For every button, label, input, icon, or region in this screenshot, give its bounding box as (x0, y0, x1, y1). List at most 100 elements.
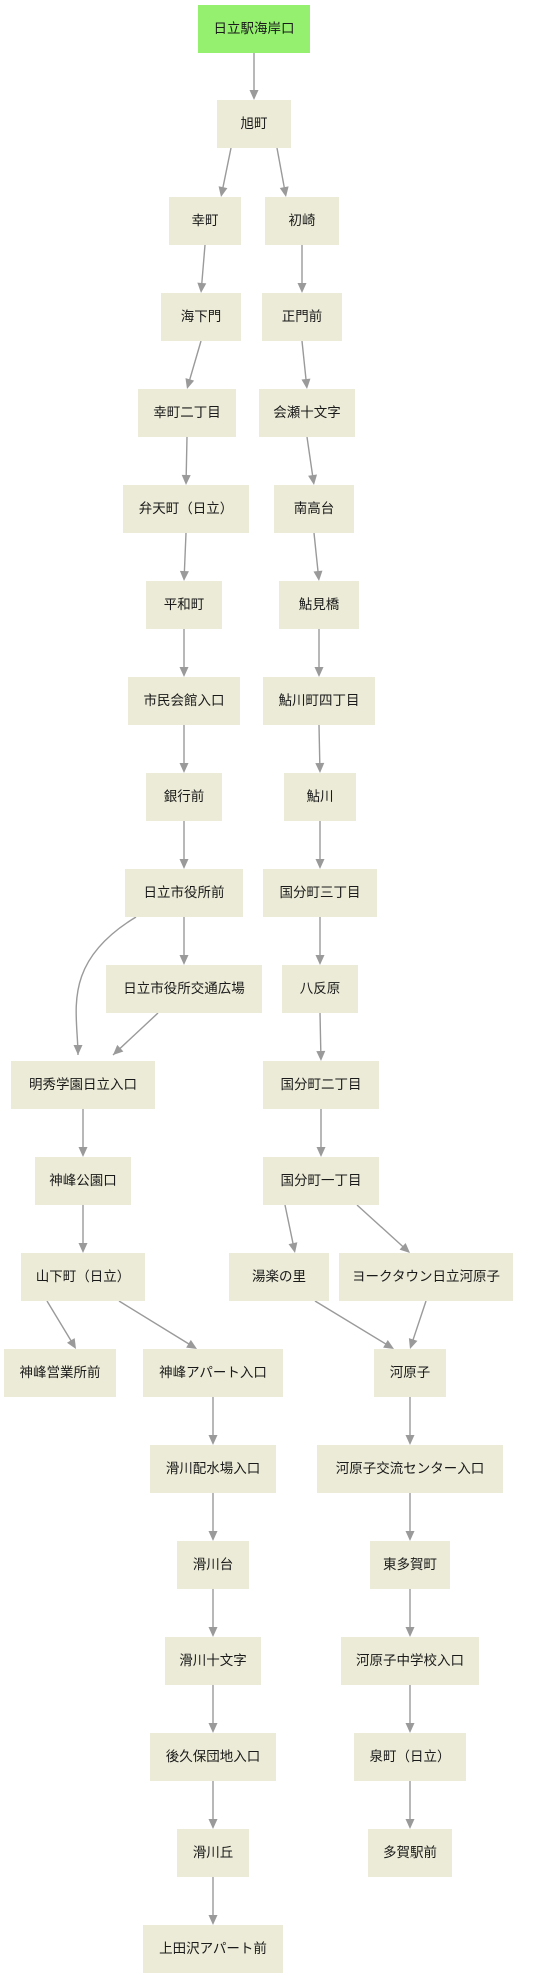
node-box (4, 1349, 116, 1397)
edge-n16-n20 (73, 916, 137, 1056)
arrow-head (315, 762, 325, 773)
node-box (374, 1349, 446, 1397)
node-box (229, 1253, 329, 1301)
edge-line (112, 1012, 159, 1056)
node-box (128, 677, 240, 725)
node-label: 滑川台 (193, 1557, 234, 1573)
node-label: 国分町三丁目 (280, 885, 361, 901)
node-label: 東多賀町 (383, 1556, 437, 1573)
arrow-head (218, 186, 228, 197)
edge-n20-n22 (78, 1109, 88, 1157)
stop-node: 神峰営業所前 (4, 1349, 116, 1397)
arrow-head (408, 1338, 418, 1349)
stop-node: 八反原 (282, 965, 358, 1013)
node-box (161, 293, 241, 341)
node-label: 神峰公園口 (49, 1173, 117, 1189)
node-box (259, 389, 355, 437)
edge-n34-n36 (208, 1685, 218, 1733)
node-box (263, 1157, 379, 1205)
arrow-head (288, 1242, 298, 1253)
node-box (21, 1253, 145, 1301)
node-label: 幸町二丁目 (153, 405, 221, 421)
edge-line (313, 532, 319, 573)
stop-node: 明秀学園日立入口 (11, 1061, 155, 1109)
stop-node: 後久保団地入口 (150, 1733, 276, 1781)
arrow-head (185, 378, 195, 389)
arrow-head (405, 1819, 415, 1829)
node-label: 上田沢アパート前 (159, 1940, 267, 1957)
stop-node: 国分町二丁目 (263, 1061, 379, 1109)
stop-node: 会瀬十文字 (259, 389, 355, 437)
edge-n11-n13 (314, 629, 324, 677)
node-label: 国分町二丁目 (281, 1077, 362, 1093)
node-label: 河原子交流センター入口 (336, 1460, 485, 1477)
node-box (217, 100, 291, 148)
edge-line (201, 244, 206, 285)
edge-n28-n30 (208, 1397, 218, 1445)
node-label: ヨークタウン日立河原子 (352, 1269, 500, 1285)
node-box (368, 1829, 452, 1877)
node-box (284, 773, 356, 821)
stop-node: 河原子中学校入口 (341, 1637, 479, 1685)
edge-line (183, 532, 187, 573)
edge-n14-n16 (179, 821, 189, 869)
edge-line (284, 1204, 294, 1245)
node-label: 湯楽の里 (252, 1268, 306, 1285)
node-label: 日立駅海岸口 (214, 21, 295, 37)
arrow-head (186, 1339, 197, 1349)
stop-node: 国分町三丁目 (263, 869, 377, 917)
node-label: 正門前 (282, 308, 323, 325)
edge-n29-n31 (405, 1397, 415, 1445)
arrow-head (405, 1723, 415, 1733)
node-box (265, 197, 339, 245)
edge-n30-n32 (208, 1493, 218, 1541)
node-box (143, 1925, 283, 1973)
arrow-head (316, 1050, 326, 1061)
node-box (177, 1541, 249, 1589)
edge-n10-n12 (179, 629, 189, 677)
arrow-head (208, 1435, 218, 1445)
edge-n18-n20 (112, 1012, 159, 1056)
node-label: 会瀬十文字 (273, 405, 341, 421)
node-box (263, 869, 377, 917)
arrow-head (78, 1147, 88, 1157)
node-label: 幸町 (192, 213, 219, 229)
node-label: 滑川丘 (193, 1845, 234, 1861)
edge-n0-n1 (249, 53, 259, 100)
node-box (274, 485, 354, 533)
edge-line (188, 340, 202, 381)
arrow-head (208, 1531, 218, 1541)
node-box (339, 1253, 513, 1301)
stop-node: 弁天町（日立） (123, 485, 249, 533)
node-box (354, 1733, 466, 1781)
edge-line (276, 147, 286, 189)
stop-node: 鮎川町四丁目 (263, 677, 375, 725)
arrow-head (208, 1723, 218, 1733)
node-box (282, 965, 358, 1013)
stop-node: 幸町二丁目 (138, 389, 236, 437)
node-label: 多賀駅前 (383, 1844, 437, 1861)
stop-node: 初崎 (265, 197, 339, 245)
node-box (169, 197, 241, 245)
edge-n4-n6 (185, 340, 202, 389)
arrow-head (315, 859, 325, 869)
edge-line (356, 1204, 404, 1248)
arrow-head (316, 1147, 326, 1157)
arrow-head (249, 90, 259, 100)
edge-n6-n8 (181, 436, 191, 485)
node-label: 神峰営業所前 (20, 1364, 101, 1381)
node-box (198, 5, 310, 53)
stop-node: 滑川台 (177, 1541, 249, 1589)
edge-line (75, 916, 137, 1056)
node-box (263, 677, 375, 725)
edge-n31-n33 (405, 1493, 415, 1541)
node-box (177, 1829, 249, 1877)
node-box (341, 1637, 479, 1685)
stop-node: 市民会館入口 (128, 677, 240, 725)
edge-n3-n5 (297, 245, 307, 293)
edge-n33-n35 (405, 1589, 415, 1637)
edge-n8-n10 (179, 532, 189, 581)
edge-n5-n7 (301, 340, 311, 389)
node-label: 平和町 (164, 597, 205, 613)
